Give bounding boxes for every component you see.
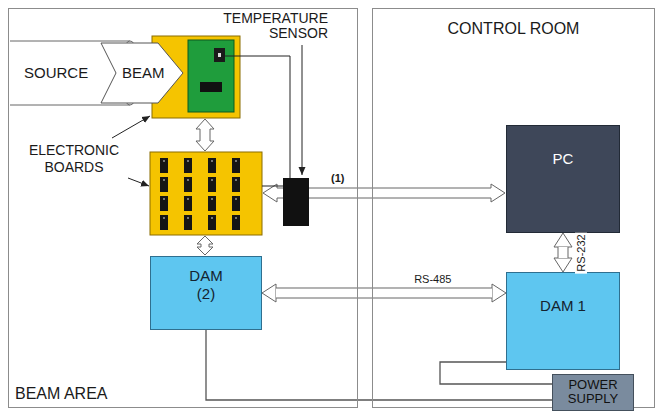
node-label: PC — [553, 150, 574, 168]
circuit-board — [188, 40, 234, 112]
dam-box: DAM (2) — [150, 256, 262, 330]
arrow-body — [276, 289, 492, 298]
pc-box: PC — [506, 125, 620, 233]
room-region: PC DAM 1 POWER SUPPLY CONTROL ROOM — [372, 8, 655, 408]
signal-name: RS-485 — [412, 273, 453, 285]
sensor-chip-dot — [218, 53, 221, 57]
area-title: CONTROL ROOM — [448, 19, 580, 38]
electronic-board — [150, 152, 262, 235]
chip-array — [160, 158, 256, 232]
sensor-wire — [262, 186, 283, 187]
bus-arrow — [276, 293, 492, 294]
node-label: BEAM — [122, 64, 165, 82]
sensor-chip — [214, 48, 225, 62]
node-label: DAM 1 — [540, 297, 586, 315]
node-label: POWER SUPPLY — [561, 378, 625, 406]
sensor-module — [283, 178, 309, 226]
arrow-outline — [558, 247, 569, 258]
bus-arrow — [563, 247, 564, 258]
arrow-body — [559, 247, 568, 258]
leader-line — [302, 45, 303, 175]
part-label: TEMPERATURE SENSOR — [198, 11, 328, 41]
wire-path — [206, 330, 552, 400]
part-label: ELECTRONIC BOARDS — [18, 142, 130, 176]
power-supply-box: POWER SUPPLY — [552, 374, 634, 411]
node-label: SOURCE — [24, 64, 88, 82]
dam-box: DAM 1 — [506, 272, 620, 370]
sensor-wire — [225, 56, 290, 178]
callout-number: (1) — [331, 172, 344, 184]
leader-line — [128, 178, 149, 186]
bus-arrow — [196, 119, 214, 151]
chip — [200, 82, 222, 92]
bus-arrow — [197, 236, 213, 255]
node-label: DAM (2) — [183, 267, 229, 303]
area-region: SOURCE BEAM DAM (2) BEAM AREA — [8, 8, 358, 408]
beam-arrow: BEAM — [100, 42, 184, 104]
power-wire — [206, 330, 552, 400]
area-title: BEAM AREA — [15, 384, 107, 403]
leader-line — [112, 116, 150, 138]
signal-name: RS-232 — [575, 232, 587, 273]
arrow-outline — [276, 288, 492, 299]
